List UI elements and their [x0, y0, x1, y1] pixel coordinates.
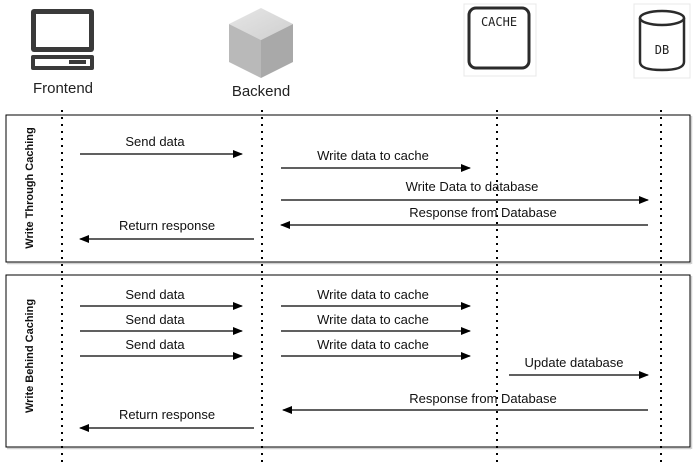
write-through-title: Write Through Caching	[24, 127, 36, 248]
msg-write-cache-2: Write data to cache	[317, 312, 429, 327]
msg-return-response-2: Return response	[119, 407, 215, 422]
backend-label: Backend	[232, 83, 290, 100]
msg-write-db: Write Data to database	[406, 179, 539, 194]
msg-write-cache: Write data to cache	[317, 148, 429, 163]
db-label: DB	[655, 43, 669, 57]
write-through-section	[5, 114, 691, 263]
write-through-messages: Send data Write data to cache Write Data…	[79, 134, 649, 243]
database-icon: DB	[633, 3, 691, 79]
cache-label: CACHE	[481, 15, 517, 29]
msg-write-cache-1: Write data to cache	[317, 287, 429, 302]
frontend-label: Frontend	[33, 80, 93, 97]
msg-response-db-2: Response from Database	[409, 391, 556, 406]
msg-send-data-1: Send data	[125, 287, 185, 302]
msg-send-data-2: Send data	[125, 312, 185, 327]
msg-send-data-3: Send data	[125, 337, 185, 352]
write-behind-title: Write Behind Caching	[24, 299, 36, 413]
msg-response-db: Response from Database	[409, 205, 556, 220]
write-behind-section	[5, 274, 691, 448]
msg-return-response: Return response	[119, 218, 215, 233]
server-cube-icon	[229, 8, 293, 78]
lifelines	[61, 110, 662, 462]
monitor-icon	[31, 9, 94, 70]
cache-icon: CACHE	[463, 3, 537, 77]
msg-write-cache-3: Write data to cache	[317, 337, 429, 352]
msg-send-data: Send data	[125, 134, 185, 149]
write-behind-messages: Send data Send data Send data Write data…	[79, 287, 649, 432]
msg-update-db: Update database	[524, 355, 623, 370]
